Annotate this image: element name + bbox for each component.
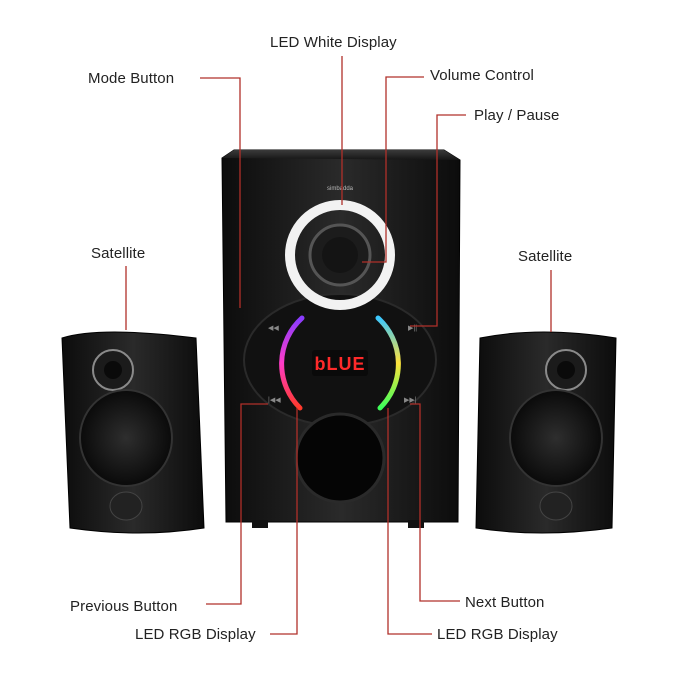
next-icon[interactable]: ▶▶|	[404, 397, 417, 404]
label-mode-button: Mode Button	[88, 70, 175, 87]
leader-next-button	[410, 403, 460, 602]
label-play-pause: Play / Pause	[474, 107, 560, 124]
subwoofer: simbadda bLUE ◀◀ ▶|| |◀◀ ▶▶|	[221, 149, 461, 528]
previous-icon[interactable]: |◀◀	[268, 397, 281, 404]
led-white-ring	[285, 200, 395, 310]
leader-previous-button	[206, 403, 268, 605]
satellite-left-speaker	[61, 331, 205, 534]
label-led-rgb-right: LED RGB Display	[437, 626, 558, 643]
leader-led-rgb-right	[387, 408, 432, 635]
led-display-text: bLUE	[315, 354, 366, 374]
label-led-white-display: LED White Display	[270, 34, 397, 51]
leader-volume-control	[362, 76, 424, 263]
play-pause-icon[interactable]: ▶||	[408, 325, 417, 332]
leader-led-rgb-left	[270, 408, 298, 635]
mode-button-icon[interactable]: ◀◀	[268, 325, 279, 332]
label-previous-button: Previous Button	[70, 598, 178, 615]
leader-mode-button	[200, 77, 241, 308]
led-rgb-arc-right	[375, 315, 401, 411]
label-volume-control: Volume Control	[430, 67, 534, 84]
label-led-rgb-left: LED RGB Display	[135, 626, 256, 643]
brand-text: simbadda	[327, 186, 354, 192]
leader-lines	[125, 56, 552, 635]
led-rgb-arc-left	[279, 315, 305, 411]
leader-play-pause	[410, 114, 466, 327]
bass-port	[294, 412, 386, 504]
label-satellite-left: Satellite	[91, 245, 146, 262]
satellite-right-speaker	[475, 331, 617, 534]
label-satellite-right: Satellite	[518, 248, 573, 265]
label-next-button: Next Button	[465, 594, 545, 611]
